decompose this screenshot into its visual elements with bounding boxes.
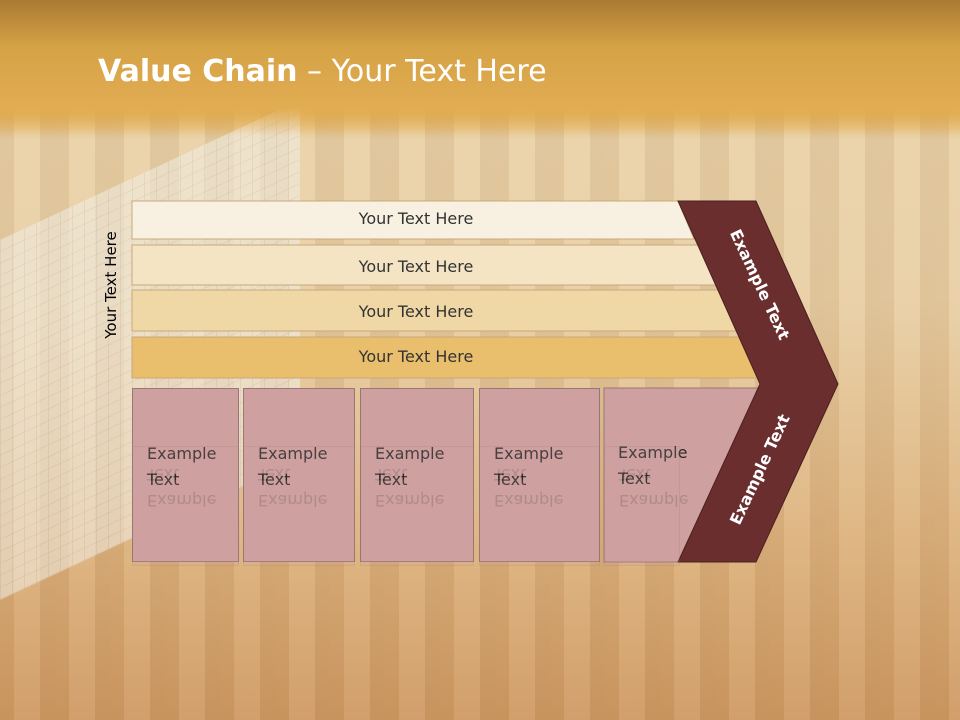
- bar-4-label: Your Text Here: [358, 347, 474, 366]
- bar-1-shape: [131, 200, 695, 240]
- cell-1: Example Text: [132, 388, 239, 562]
- bar-3-label: Your Text Here: [358, 302, 474, 321]
- title-bold: Value Chain: [98, 54, 298, 89]
- cell-3: Example Text: [360, 388, 474, 562]
- chevron-arrow: [677, 200, 839, 563]
- bar-1-label: Your Text Here: [358, 209, 474, 228]
- cell-3-label: Example Text: [375, 444, 445, 489]
- cell-2: Example Text: [243, 388, 355, 562]
- cell-2-label: Example Text: [258, 444, 328, 489]
- cell-5: Example Text: [604, 388, 687, 562]
- bar-2-label: Your Text Here: [358, 257, 474, 276]
- cell-4: Example Text: [479, 388, 600, 562]
- title-rest: – Your Text Here: [297, 54, 547, 89]
- cell-4-label: Example Text: [494, 444, 564, 489]
- slide-title: Value Chain – Your Text Here: [98, 54, 547, 89]
- cell-5-label: Example Text: [618, 443, 688, 488]
- cell-1-label: Example Text: [147, 444, 217, 489]
- header-band: [0, 0, 960, 135]
